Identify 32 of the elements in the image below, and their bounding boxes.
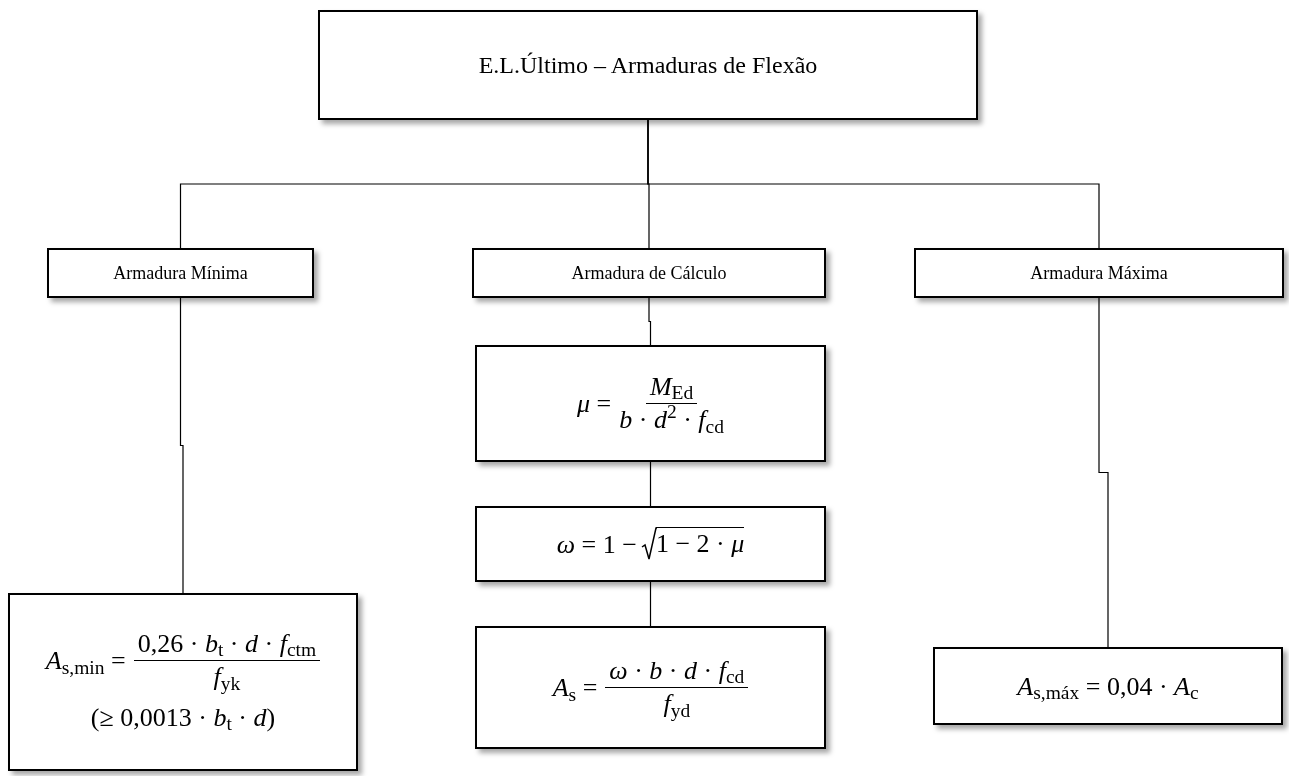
connector-line <box>649 461 652 507</box>
category-box <box>914 248 1284 298</box>
box-label: Armadura Máxima <box>1030 261 1168 285</box>
numerator: 0,26 · b$_{t}$ · d · f$_{ctm}$ <box>133 627 321 661</box>
radicand: 1 − 2 · μ <box>655 527 745 561</box>
category-box <box>47 248 314 298</box>
connector-line <box>179 297 184 594</box>
connector-line <box>649 581 652 627</box>
box-label: E.L.Último – Armaduras de Flexão <box>478 51 818 80</box>
box-label: A$_{s,máx}$ = 0,04 · A$_{c}$ <box>1017 670 1199 706</box>
denominator: f$_{yd}$ <box>663 688 691 721</box>
formula-box <box>8 593 358 771</box>
formula-text: (≥ 0,0013 · b$_{t}$ · d) <box>90 701 276 737</box>
formula-text: A$_{s,min}$ = <box>45 645 126 680</box>
connector-line <box>647 119 1100 249</box>
box-label: Armadura de Cálculo <box>571 261 727 285</box>
formula-text: A$_{s}$ = <box>552 672 598 707</box>
formula-box <box>475 506 826 582</box>
numerator: ω · b · d · f$_{cd}$ <box>605 654 749 688</box>
denominator: f$_{yk}$ <box>213 661 241 694</box>
title-box <box>318 10 978 120</box>
formula-box <box>933 647 1283 725</box>
formula-text: μ = <box>577 388 612 420</box>
formula-text: ω = 1 − <box>556 528 637 561</box>
connector-line <box>648 297 652 346</box>
numerator: M$_{Ed}$ <box>645 370 698 404</box>
box-label: Armadura Mínima <box>113 261 248 285</box>
denominator: b · d$^{2}$ · f$_{cd}$ <box>619 404 724 437</box>
category-box <box>472 248 826 298</box>
formula-box <box>475 626 826 749</box>
connector-line <box>1098 297 1109 648</box>
formula-box <box>475 345 826 462</box>
